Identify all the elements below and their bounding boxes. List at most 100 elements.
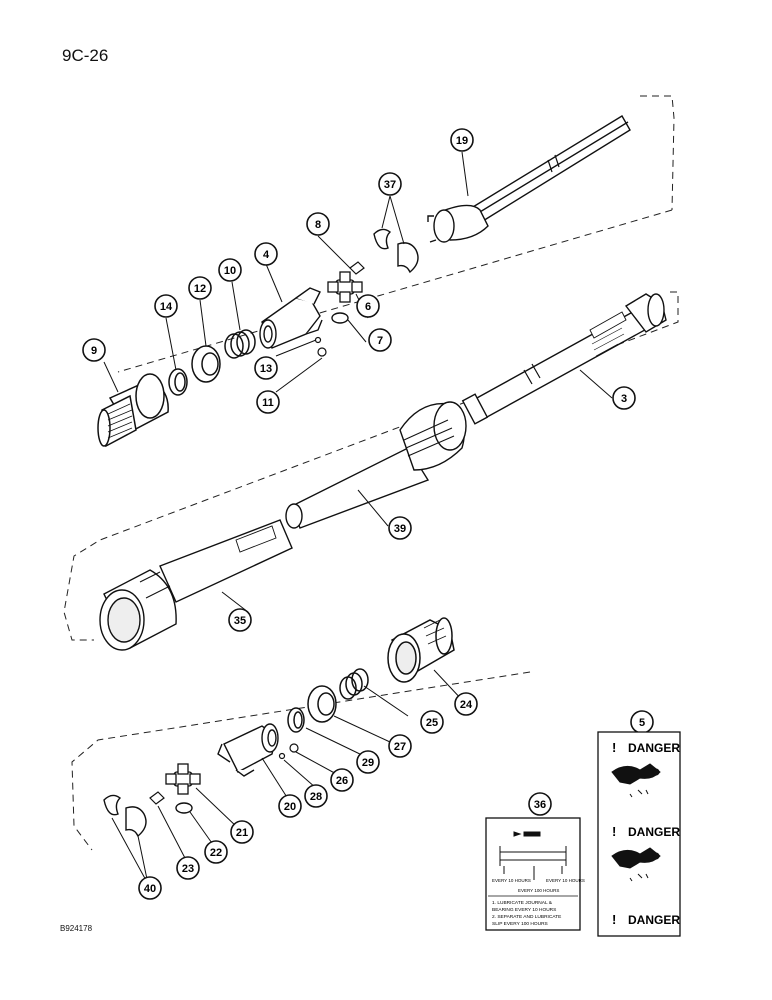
callout-circle [230, 820, 254, 844]
ball-13 [314, 336, 322, 344]
callout-19: 19 [450, 128, 474, 152]
grease-fitting-23 [149, 791, 165, 805]
callout-number: 5 [639, 717, 645, 729]
callout-number: 26 [336, 775, 348, 787]
snap-rings-37 [373, 228, 419, 274]
callout-11: 11 [256, 390, 280, 414]
callout-3: 3 [612, 386, 636, 410]
callout-9: 9 [82, 338, 106, 362]
callout-number: 3 [621, 393, 627, 405]
leader-lines [103, 151, 613, 885]
callout-number: 20 [284, 801, 296, 813]
callout-35: 35 [228, 608, 252, 632]
svg-text:!: ! [612, 740, 616, 755]
svg-text:EVERY 10 HOURS: EVERY 10 HOURS [492, 878, 531, 883]
svg-text:2. SEPARATE AND LUBRICATE: 2. SEPARATE AND LUBRICATE [492, 914, 561, 920]
callout-circle [528, 792, 552, 816]
callout-28: 28 [304, 784, 328, 808]
callout-21: 21 [230, 820, 254, 844]
callout-number: 37 [384, 179, 396, 191]
figure-id: B924178 [60, 924, 93, 933]
callout-number: 7 [377, 335, 383, 347]
callout-circle [420, 710, 444, 734]
svg-text:DANGER: DANGER [628, 913, 680, 927]
svg-text:!: ! [612, 912, 616, 927]
shaft-lube-icon [499, 831, 567, 880]
snap-ring-29 [287, 707, 305, 733]
callout-circle [176, 856, 200, 880]
callout-circle [204, 840, 228, 864]
callout-37: 37 [378, 172, 402, 196]
callout-4: 4 [254, 242, 278, 266]
callout-29: 29 [356, 750, 380, 774]
callout-number: 39 [394, 523, 406, 535]
callout-circle [330, 768, 354, 792]
callout-circle [388, 734, 412, 758]
callout-number: 36 [534, 799, 546, 811]
snap-ring-14 [168, 368, 188, 396]
cross-journal-21 [165, 763, 201, 795]
bearing-ring-27 [307, 685, 337, 723]
callout-circle [138, 876, 162, 900]
callout-circle [154, 294, 178, 318]
entanglement-warning-icon-2 [611, 847, 661, 882]
yoke-4 [259, 287, 323, 349]
ball-26 [289, 743, 299, 753]
shield-cone-24 [387, 617, 455, 683]
callout-number: 12 [194, 283, 206, 295]
callout-number: 4 [263, 249, 270, 261]
grease-fitting-8 [349, 261, 365, 275]
cross-journal-6 [327, 271, 363, 303]
callout-circle [356, 294, 380, 318]
callout-circle [356, 750, 380, 774]
svg-text:BEARING EVERY 10 HOURS: BEARING EVERY 10 HOURS [492, 907, 556, 913]
svg-text:1. LUBRICATE JOURNAL &: 1. LUBRICATE JOURNAL & [492, 900, 553, 906]
tube-3 [461, 293, 667, 425]
group-outline-upper [63, 95, 679, 641]
callout-circle [612, 386, 636, 410]
callout-circle [82, 338, 106, 362]
snap-rings-40 [103, 794, 147, 838]
callout-number: 19 [456, 135, 468, 147]
callout-22: 22 [204, 840, 228, 864]
svg-text:EVERY 100 HOURS: EVERY 100 HOURS [518, 888, 559, 893]
callout-number: 23 [182, 863, 194, 875]
callout-circle [278, 794, 302, 818]
callout-14: 14 [154, 294, 178, 318]
svg-text:DANGER: DANGER [628, 825, 680, 839]
yoke-20 [217, 723, 279, 777]
callout-number: 25 [426, 717, 438, 729]
callout-number: 24 [460, 699, 473, 711]
svg-text:SLIP EVERY 100 HOURS: SLIP EVERY 100 HOURS [492, 921, 548, 927]
callout-circle [368, 328, 392, 352]
bearing-ring-22 [175, 802, 193, 814]
entanglement-warning-icon-1 [611, 763, 661, 798]
callout-5: 5 [630, 710, 654, 734]
callout-number: 40 [144, 883, 156, 895]
callout-number: 9 [91, 345, 97, 357]
callout-number: 29 [362, 757, 374, 769]
callout-circle [450, 128, 474, 152]
callout-number: 28 [310, 791, 322, 803]
spring-25 [339, 668, 369, 700]
callout-number: 13 [260, 363, 272, 375]
group-outline-lower [71, 671, 531, 851]
callout-13: 13 [254, 356, 278, 380]
shield-tube-35 [99, 519, 293, 651]
callout-27: 27 [388, 734, 412, 758]
shield-tube-39 [285, 401, 467, 529]
callout-24: 24 [454, 692, 478, 716]
danger-row-2: ! DANGER [612, 824, 680, 839]
svg-text:DANGER: DANGER [628, 741, 680, 755]
svg-text:!: ! [612, 824, 616, 839]
callout-40: 40 [138, 876, 162, 900]
callout-number: 27 [394, 741, 406, 753]
callout-circle [218, 258, 242, 282]
lubrication-decal: EVERY 10 HOURS EVERY 10 HOURS EVERY 100 … [485, 817, 585, 931]
callout-number: 10 [224, 265, 236, 277]
callout-25: 25 [420, 710, 444, 734]
bearing-ring-12 [191, 345, 221, 383]
callout-26: 26 [330, 768, 354, 792]
danger-decal: ! DANGER ! DANGER ! DANGER [597, 731, 681, 937]
